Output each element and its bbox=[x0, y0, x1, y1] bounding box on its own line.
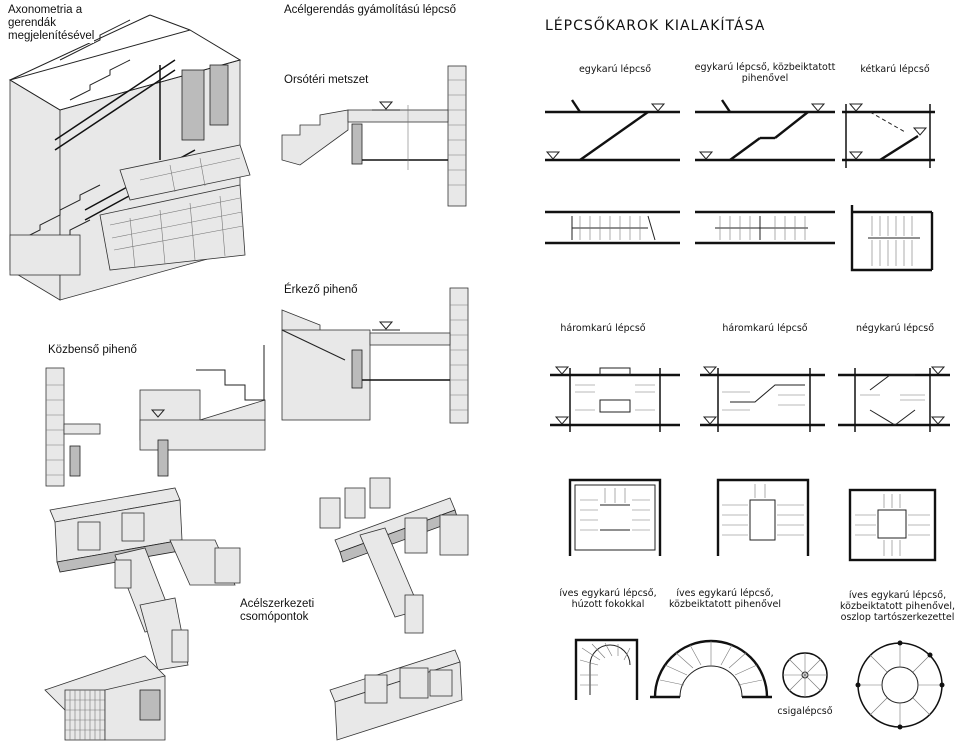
intermediate-landing-drawing bbox=[45, 345, 266, 487]
four-flight-elevation bbox=[838, 366, 950, 432]
two-flight-elevation bbox=[842, 103, 935, 168]
spiral-stair-label: csigalépcső bbox=[777, 706, 833, 717]
axonometry-drawing bbox=[8, 14, 251, 301]
row1-label-3: kétkarú lépcső bbox=[860, 64, 930, 75]
curved-single-flight-plan bbox=[574, 638, 639, 700]
curved-flight-landing-plan bbox=[650, 639, 772, 699]
steel-node-bottom-left bbox=[44, 655, 166, 741]
four-flight-plan bbox=[848, 488, 937, 562]
row2-label-2: háromkarú lépcső bbox=[722, 323, 808, 334]
stairwell-section-label: Orsótéri metszet bbox=[284, 74, 369, 86]
single-flight-landing-elevation bbox=[695, 99, 835, 162]
right-section-title: LÉPCSŐKAROK KIALAKÍTÁSA bbox=[545, 18, 766, 34]
three-flight-elevation-2 bbox=[700, 366, 825, 432]
main-title-label: Acélgerendás gyámolítású lépcső bbox=[284, 4, 456, 16]
row2-label-1: háromkarú lépcső bbox=[560, 323, 646, 334]
row3-label-1: íves egykarú lépcső, húzott fokokkal bbox=[559, 588, 657, 610]
axonometry-label: Axonometria a gerendák megjelenítésével bbox=[8, 4, 95, 43]
spiral-stair-plan bbox=[782, 652, 828, 698]
row1-label-2: egykarú lépcső, közbeiktatott pihenővel bbox=[694, 62, 836, 84]
three-flight-plan-2 bbox=[716, 478, 810, 556]
intermediate-landing-label: Közbenső pihenő bbox=[48, 344, 137, 356]
arrival-landing-label: Érkező pihenő bbox=[284, 284, 358, 296]
row3-label-3: íves egykarú lépcső, közbeiktatott pihen… bbox=[839, 590, 956, 623]
row3-label-2: íves egykarú lépcső, közbeiktatott pihen… bbox=[668, 588, 781, 610]
three-flight-elevation-1 bbox=[550, 366, 680, 432]
single-flight-elevation bbox=[545, 99, 680, 162]
two-flight-plan bbox=[850, 205, 934, 272]
steel-nodes-label: Acélszerkezeti csomópontok bbox=[240, 598, 315, 623]
steel-node-right bbox=[319, 477, 469, 634]
steel-node-left bbox=[49, 487, 241, 671]
arrival-landing-drawing bbox=[281, 287, 469, 424]
three-flight-plan-1 bbox=[568, 478, 662, 556]
single-flight-landing-plan bbox=[695, 210, 835, 245]
stairwell-section-drawing bbox=[281, 65, 467, 207]
single-flight-plan bbox=[545, 210, 680, 245]
steel-node-bottom-right bbox=[329, 649, 463, 741]
row1-label-1: egykarú lépcső bbox=[578, 64, 652, 75]
curved-column-stair-plan bbox=[855, 640, 945, 730]
row2-label-3: négykarú lépcső bbox=[855, 323, 935, 334]
